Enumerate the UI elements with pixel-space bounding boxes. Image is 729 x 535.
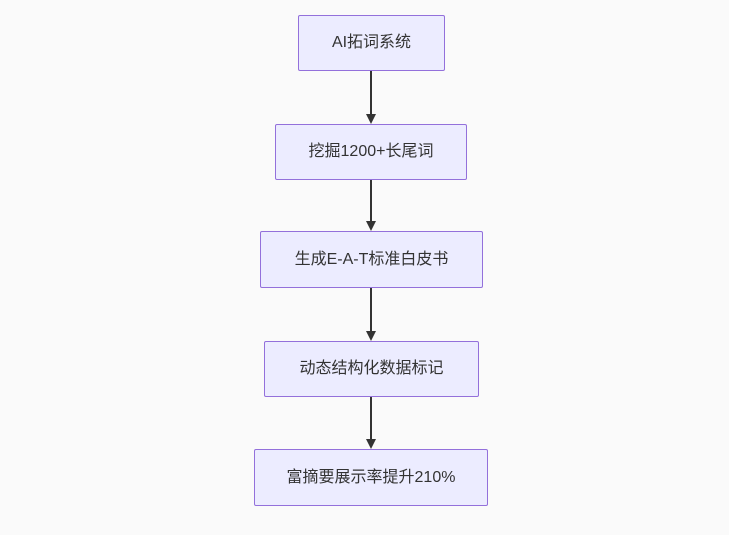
flow-node-label: 富摘要展示率提升210%: [286, 468, 456, 486]
flow-node-rich-snippet-result: 富摘要展示率提升210%: [254, 449, 488, 506]
flow-node-label: 生成E-A-T标准白皮书: [294, 250, 449, 268]
flow-arrow-down-4: [366, 397, 376, 449]
flow-node-longtail-mining: 挖掘1200+长尾词: [275, 124, 467, 180]
flow-node-label: 挖掘1200+长尾词: [308, 143, 434, 161]
flow-arrow-down-3: [366, 288, 376, 341]
flow-node-eat-whitepaper: 生成E-A-T标准白皮书: [260, 231, 483, 288]
flow-node-label: AI拓词系统: [331, 34, 412, 52]
flow-node-label: 动态结构化数据标记: [299, 360, 444, 378]
flow-node-structured-data-markup: 动态结构化数据标记: [264, 341, 479, 397]
flow-arrow-down-1: [366, 71, 376, 124]
flow-arrow-down-2: [366, 180, 376, 231]
flow-node-ai-keyword-system: AI拓词系统: [298, 15, 445, 71]
